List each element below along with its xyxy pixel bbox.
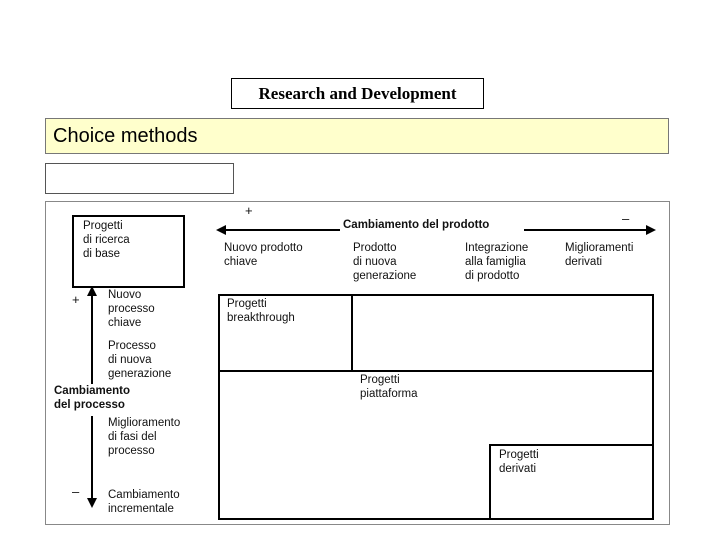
process-row-new-key: Nuovo processo chiave — [108, 289, 155, 329]
matrix-row-divider-2 — [489, 444, 654, 446]
matrix-row-divider-1 — [218, 370, 654, 372]
process-axis-arrow — [87, 286, 97, 508]
derived-projects-label: Progetti derivati — [499, 449, 539, 475]
empty-text-box — [45, 163, 234, 194]
product-col-new-key: Nuovo prodotto chiave — [224, 242, 303, 268]
product-col-family-integration: Integrazione alla famiglia di prodotto — [465, 242, 529, 282]
product-col-new-generation: Prodotto di nuova generazione — [353, 242, 417, 282]
matrix-col-divider-1 — [351, 294, 353, 372]
process-row-phase-improvement: Miglioramento di fasi del processo — [108, 417, 181, 457]
project-matrix — [218, 294, 654, 520]
basic-research-label: Progetti di ricerca di base — [83, 220, 130, 260]
breakthrough-projects-label: Progetti breakthrough — [227, 298, 295, 324]
basic-research-box: Progetti di ricerca di base — [72, 215, 185, 288]
product-axis-label: Cambiamento del prodotto — [343, 219, 490, 231]
process-axis-plus: + — [72, 292, 80, 307]
product-axis-arrow — [216, 225, 656, 235]
process-row-incremental: Cambiamento incrementale — [108, 489, 180, 515]
product-axis-minus: – — [622, 211, 630, 226]
process-row-new-generation: Processo di nuova generazione — [108, 340, 172, 380]
matrix-col-divider-2 — [489, 444, 491, 520]
process-axis-minus: – — [72, 484, 80, 499]
section-heading: Choice methods — [45, 118, 669, 154]
product-col-derived-improvements: Miglioramenti derivati — [565, 242, 634, 268]
platform-projects-label: Progetti piattaforma — [360, 374, 418, 400]
slide-title: Research and Development — [231, 78, 484, 109]
process-axis-label: Cambiamento del processo — [54, 385, 131, 411]
product-axis-plus: + — [245, 203, 253, 218]
rd-project-matrix-diagram: Progetti di ricerca di base + Cambiament… — [45, 201, 670, 525]
